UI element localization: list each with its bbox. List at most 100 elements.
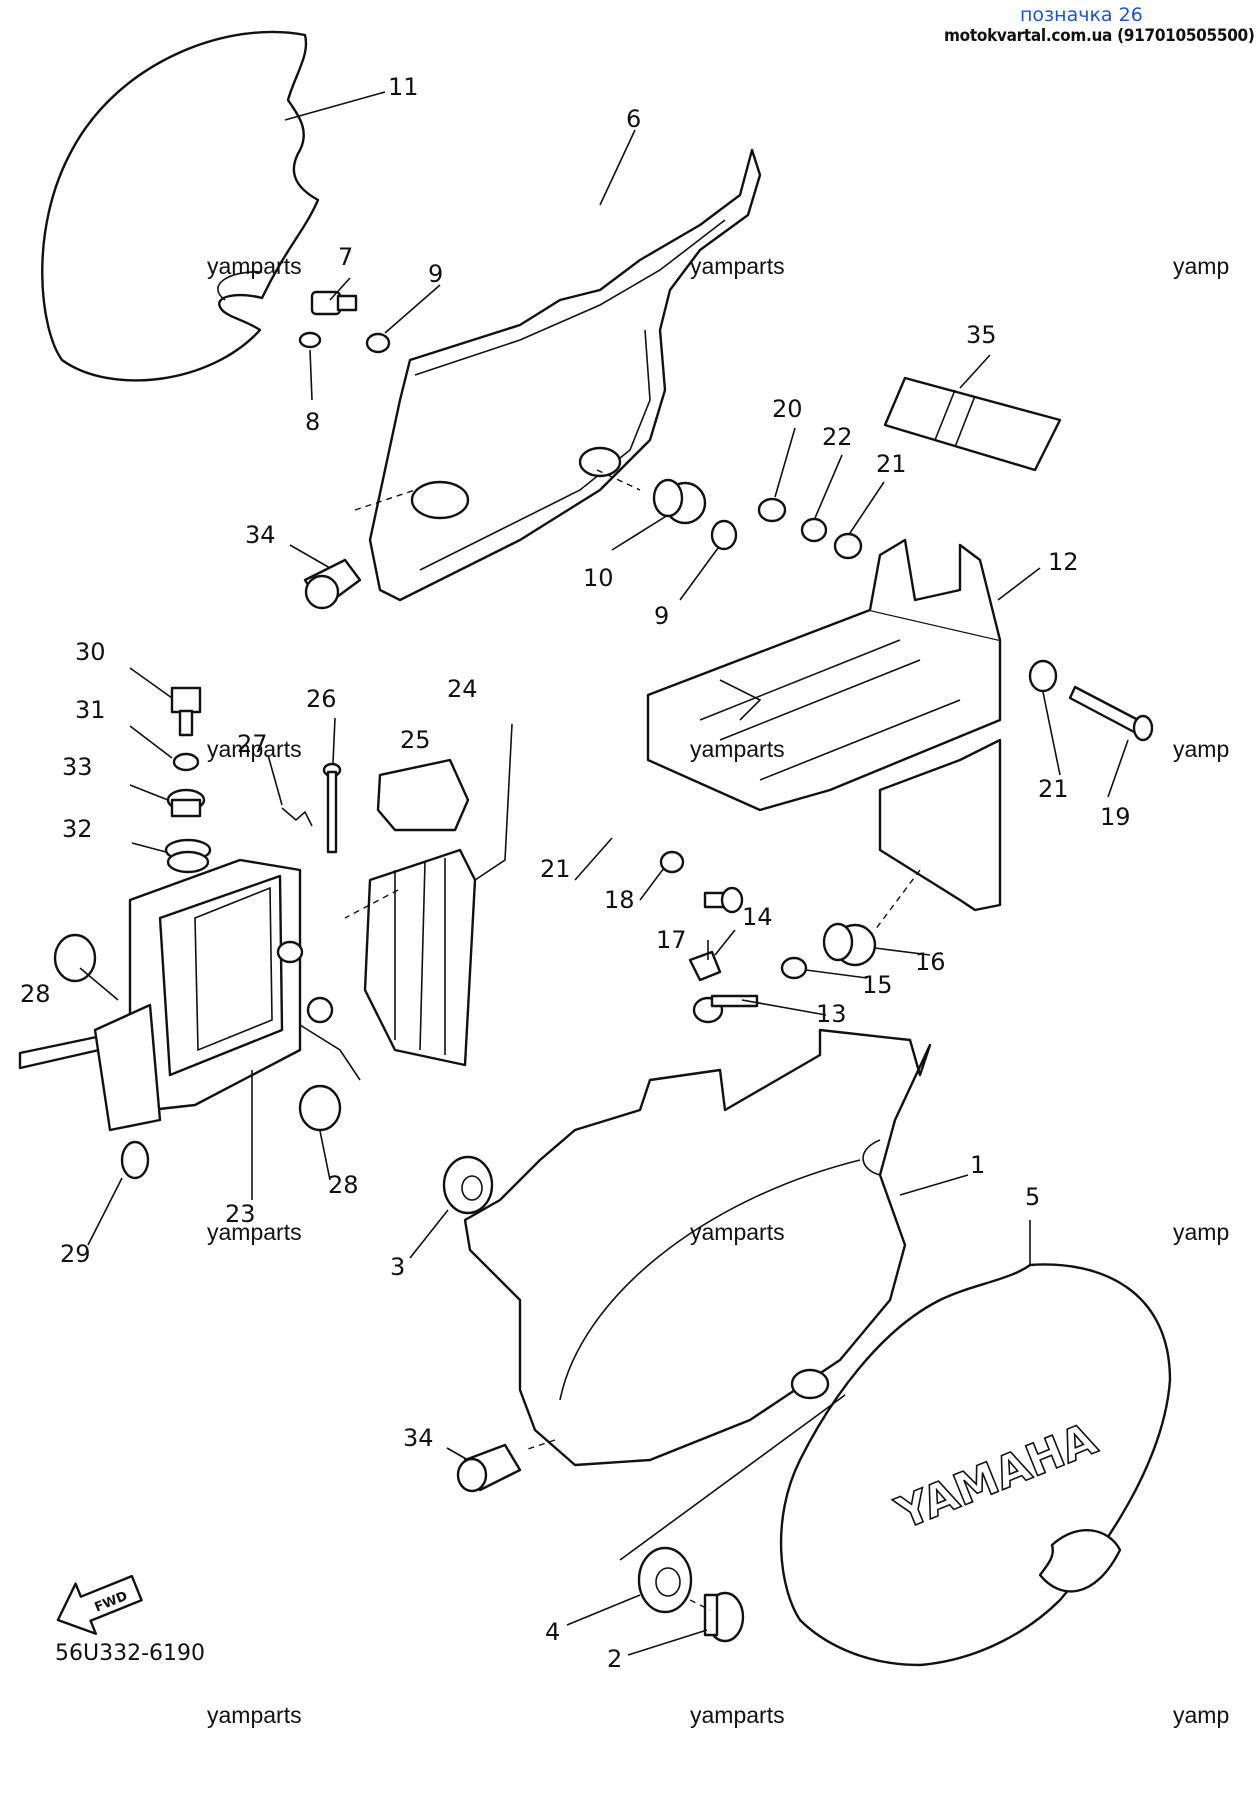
part-28-grommet-lower xyxy=(298,1084,342,1132)
part-4-grommet xyxy=(637,1546,693,1614)
part-33-collar xyxy=(166,788,206,818)
callout-30: 30 xyxy=(75,638,106,666)
callout-27: 27 xyxy=(237,730,268,758)
part-15-washer xyxy=(780,956,808,980)
part-10-damper xyxy=(652,478,707,525)
part-11-notch xyxy=(217,271,263,301)
callout-34: 34 xyxy=(245,521,276,549)
callout-34b: 34 xyxy=(403,1424,434,1452)
watermark: yamparts xyxy=(207,736,302,762)
part-34-bushing-upper xyxy=(303,558,362,610)
part-20-nut xyxy=(757,497,787,523)
part-8-collar xyxy=(298,331,322,349)
part-32-grommet xyxy=(164,838,212,874)
part-34-bushing-lower xyxy=(456,1443,522,1493)
watermark: yamp xyxy=(1173,253,1230,279)
part-9-washer xyxy=(365,332,391,354)
watermark: yamp xyxy=(1173,736,1230,762)
part-13-bolt xyxy=(692,994,759,1024)
watermark: yamp xyxy=(1173,1219,1230,1245)
part-25-cap xyxy=(376,758,470,832)
callout-31: 31 xyxy=(75,696,106,724)
callout-26: 26 xyxy=(306,685,337,713)
part-21-washer-right xyxy=(1028,659,1058,693)
watermark: yamparts xyxy=(690,1219,785,1245)
callout-33: 33 xyxy=(62,753,93,781)
callout-4: 4 xyxy=(545,1618,560,1646)
part-28-grommet-left xyxy=(53,933,97,983)
callout-9b: 9 xyxy=(654,602,669,630)
callout-10: 10 xyxy=(583,564,614,592)
callout-12: 12 xyxy=(1048,548,1079,576)
callout-3: 3 xyxy=(390,1253,405,1281)
part-22-spring-washer xyxy=(800,517,828,543)
callout-32: 32 xyxy=(62,815,93,843)
callout-13: 13 xyxy=(816,1000,847,1028)
part-26-pin xyxy=(322,762,342,854)
callout-9: 9 xyxy=(428,260,443,288)
part-21-washer xyxy=(833,532,863,560)
watermark: yamparts xyxy=(690,253,785,279)
callout-17: 17 xyxy=(656,926,687,954)
part-24-battery xyxy=(363,848,477,1067)
fwd-arrow: FWD xyxy=(56,1574,143,1635)
watermark: yamparts xyxy=(207,1702,302,1728)
page-header-title: позначка 26 xyxy=(1020,4,1143,26)
callout-21: 21 xyxy=(876,450,907,478)
callout-6: 6 xyxy=(626,105,641,133)
part-31-washer xyxy=(172,752,200,772)
watermark: yamparts xyxy=(207,253,302,279)
callout-21b: 21 xyxy=(1038,775,1069,803)
part-6-grommet-hole xyxy=(410,480,470,520)
watermark: yamparts xyxy=(207,1219,302,1245)
part-number: 56U332-6190 xyxy=(55,1641,205,1666)
callout-20: 20 xyxy=(772,395,803,423)
callout-25: 25 xyxy=(400,726,431,754)
callout-21c: 21 xyxy=(540,855,571,883)
watermark: yamp xyxy=(1173,1702,1230,1728)
callout-23: 23 xyxy=(225,1200,256,1228)
callout-35: 35 xyxy=(966,321,997,349)
callout-11: 11 xyxy=(388,73,419,101)
watermark: yamparts xyxy=(690,736,785,762)
dashed-assembly-lines xyxy=(344,469,921,1611)
part-11-decal xyxy=(41,30,320,382)
part-35-pad xyxy=(883,376,1062,472)
part-30-bolt xyxy=(170,686,202,737)
leader-lines xyxy=(79,91,1129,1656)
part-27-clip xyxy=(281,807,313,827)
part-7-bolt xyxy=(310,290,358,316)
part-19-bolt xyxy=(1068,685,1154,742)
callout-8: 8 xyxy=(305,408,320,436)
part-17-bolt xyxy=(703,886,744,914)
part-6-side-cover xyxy=(368,148,762,602)
callout-labels: 11 6 7 9 8 35 20 22 21 34 10 9 12 30 26 … xyxy=(20,73,1131,1673)
callout-5: 5 xyxy=(1025,1183,1040,1211)
watermark: yamparts xyxy=(690,1702,785,1728)
part-16-damper xyxy=(822,922,877,967)
page-header-source: motokvartal.com.ua (917010505500) xyxy=(944,26,1255,46)
part-14-clip xyxy=(688,950,722,982)
part-9-washer-lower xyxy=(710,519,738,551)
part-2-screw xyxy=(703,1591,745,1643)
callout-2: 2 xyxy=(607,1645,622,1673)
callout-16: 16 xyxy=(915,948,946,976)
callout-24: 24 xyxy=(447,675,478,703)
callout-29: 29 xyxy=(60,1240,91,1268)
part-23-tray xyxy=(18,858,334,1132)
callout-15: 15 xyxy=(862,971,893,999)
part-12-bracket xyxy=(646,538,1002,912)
part-29-damper xyxy=(120,1140,150,1180)
part-3-grommet xyxy=(442,1155,494,1215)
part-18-nut xyxy=(659,850,685,874)
part-5-emblem-panel: YAMAHA xyxy=(779,1263,1172,1667)
callout-19: 19 xyxy=(1100,803,1131,831)
callout-7: 7 xyxy=(338,243,353,271)
callout-14: 14 xyxy=(742,903,773,931)
callout-28b: 28 xyxy=(328,1171,359,1199)
callout-18: 18 xyxy=(604,886,635,914)
callout-1: 1 xyxy=(970,1151,985,1179)
callout-22: 22 xyxy=(822,423,853,451)
callout-28: 28 xyxy=(20,980,51,1008)
